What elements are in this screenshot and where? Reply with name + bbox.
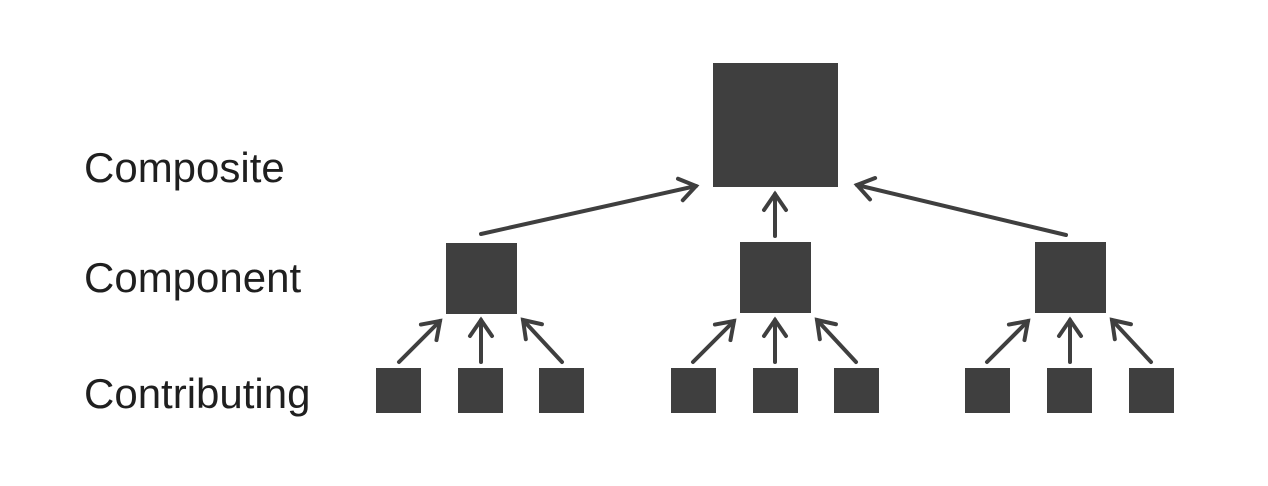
arrow-component-1-to-composite — [479, 176, 700, 236]
label-composite: Composite — [84, 144, 285, 191]
contributing-square-3 — [539, 368, 584, 413]
composite-square — [713, 63, 838, 187]
component-square-3 — [1035, 242, 1106, 313]
label-component: Component — [84, 254, 302, 301]
contributing-square-6 — [834, 368, 879, 413]
arrow-contributing-4-to-component-2 — [691, 318, 737, 364]
contributing-square-5 — [753, 368, 798, 413]
contributing-square-4 — [671, 368, 716, 413]
arrow-contributing-6-to-component-2 — [814, 317, 858, 364]
arrow-contributing-7-to-component-3 — [985, 318, 1031, 364]
label-contributing: Contributing — [84, 370, 311, 417]
arrow-contributing-3-to-component-1 — [520, 317, 564, 364]
component-square-1 — [446, 243, 517, 314]
contributing-square-9 — [1129, 368, 1174, 413]
contributing-square-1 — [376, 368, 421, 413]
contributing-square-7 — [965, 368, 1010, 413]
arrow-contributing-9-to-component-3 — [1109, 317, 1153, 364]
arrow-component-3-to-composite — [853, 176, 1068, 237]
contributing-square-8 — [1047, 368, 1092, 413]
component-square-2 — [740, 242, 811, 313]
arrow-contributing-1-to-component-1 — [397, 318, 443, 364]
contributing-square-2 — [458, 368, 503, 413]
